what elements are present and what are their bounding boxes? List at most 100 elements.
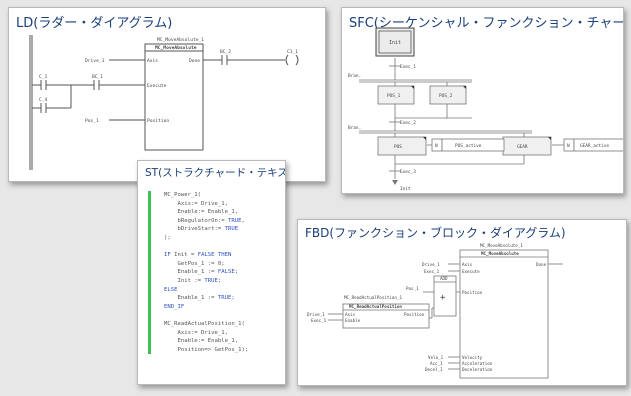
fbd-pin-decel: Deceleration [462, 367, 493, 372]
st-code-text: ; [234, 269, 239, 276]
st-code-text: GetPos_1 := 0; [164, 260, 225, 267]
ld-coil-c11: C1_1 [287, 49, 298, 55]
st-code-line: ); [164, 234, 248, 243]
st-code-text: Init := [164, 277, 205, 284]
fbd-block-move-type: MC_MoveAbsolute [481, 251, 519, 256]
st-line-marker [148, 294, 156, 303]
fbd-block-add [433, 275, 457, 317]
sfc-trans-exec2: Exec_2 [400, 120, 416, 126]
st-line-marker [148, 319, 156, 329]
st-code-text: ; [217, 277, 222, 284]
st-panel-title: ST(ストラクチャード・テキスト) [145, 167, 285, 179]
fbd-instance-read: MC_ReadActualPosition_1 [344, 295, 402, 300]
st-code-text: , [241, 217, 245, 224]
st-code-text: bRegulatorOn:= [164, 217, 228, 224]
st-line-marker [148, 225, 156, 234]
st-keyword: TRUE [217, 295, 232, 302]
fbd-block-add-type: ADD [440, 276, 448, 281]
st-line-marker [148, 337, 156, 346]
ld-pin-execute: Execute [147, 83, 167, 89]
ld-panel-title: LD(ラダー・ダイアグラム) [16, 16, 173, 31]
st-line-marker [148, 242, 156, 252]
st-code-line: IF Init = FALSE THEN [164, 251, 248, 260]
st-code-text: Enable_1 := [164, 295, 218, 302]
st-line-marker [148, 216, 156, 226]
st-code-text: Init = [170, 252, 198, 259]
st-line-marker [148, 199, 156, 209]
st-panel: ST(ストラクチャード・テキスト) MC_Power_1( Axis:= Dri… [137, 160, 286, 385]
st-keyword: END_IF [164, 303, 185, 310]
sfc-trans-exec1: Exec_1 [400, 64, 416, 70]
sfc-jump-arrow-icon [392, 180, 398, 185]
st-line-marker [148, 285, 156, 295]
sfc-step-pos2 [429, 85, 467, 105]
sfc-action-flag-gear: N [567, 143, 570, 149]
st-code-text: MC_Power_1( [164, 192, 202, 198]
st-code-line: Axis:= Drive_1, [164, 200, 248, 209]
sfc-panel-title: SFC(シーケンシャル・ファンクション・チャート) [349, 16, 624, 31]
sfc-initial-step [375, 27, 415, 57]
st-code-editor: MC_Power_1( Axis:= Drive_1, Enable:= Ena… [164, 191, 248, 354]
st-code-line: ELSE [164, 286, 248, 295]
st-code-line: Enable:= Enable_1, [164, 208, 248, 217]
fbd-instance-move: MC_MoveAbsolute_1 [480, 243, 523, 248]
ld-pin-axis: Axis [147, 58, 158, 64]
st-line-marker [148, 268, 156, 277]
sfc-step-pos-label: POS [394, 144, 402, 150]
st-code-text: MC_ReadActualPosition_1( [164, 320, 245, 327]
ld-pin-done: Done [189, 58, 200, 64]
st-line-marker [148, 233, 156, 243]
sfc-step-pos1 [377, 85, 415, 105]
st-code-line: Enable_1 := TRUE; [164, 294, 248, 303]
ld-contact-c1: C_1 [39, 74, 48, 80]
st-code-line [164, 311, 248, 320]
sfc-trans-exec3: Exec_3 [400, 169, 416, 175]
ld-function-block [144, 43, 204, 151]
st-code-text: Position=> GetPos_1); [164, 346, 249, 353]
ld-contact-bc1: BC_1 [92, 74, 103, 80]
st-code-line: bDriveStart:= TRUE [164, 225, 248, 234]
st-code-line: bRegulatorOn:= TRUE, [164, 217, 248, 226]
fbd-pin-r-enable: Enable [345, 318, 361, 323]
ld-instance-name: MC_MoveAbsolute_1 [157, 37, 204, 43]
ld-panel: LD(ラダー・ダイアグラム) MC_MoveAbsolute_1 MC_M [8, 7, 326, 182]
st-code-line: MC_Power_1( [164, 191, 248, 200]
fbd-diagram: MC_MoveAbsolute_1 MC_MoveAbsolute Axis E… [307, 243, 563, 379]
st-code-line: Enable_1 := FALSE; [164, 268, 248, 277]
sfc-panel: SFC(シーケンシャル・ファンクション・チャート) [341, 7, 624, 194]
fbd-var-dec: Decel_1 [425, 367, 443, 372]
sfc-action-flag-pos: N [435, 143, 438, 149]
fbd-var-drive: Drive_1 [422, 262, 440, 267]
st-keyword: TRUE [224, 226, 239, 233]
fbd-pin-execute: Execute [462, 269, 480, 274]
ld-contact-c4: C_4 [39, 97, 48, 103]
sfc-diagram: Init Exec_1 Bran. POS_1 POS_2 Exec_2 Bra… [348, 27, 623, 192]
st-code-text: Axis:= Drive_1, [164, 329, 228, 336]
sfc-jump-init: Init [400, 186, 411, 192]
sfc-step-pos1-label: POS_1 [387, 93, 401, 99]
st-line-marker [148, 251, 156, 260]
sfc-step-pos2-label: POS_2 [439, 93, 453, 99]
st-code-text: ); [164, 234, 171, 241]
st-line-gutter [148, 191, 156, 384]
st-line-marker [148, 191, 156, 200]
st-code-text: Enable:= Enable_1, [164, 209, 239, 216]
fbd-pin-accel: Acceleration [462, 361, 493, 366]
sfc-step-init-label: Init [389, 40, 401, 46]
st-code-line: Position=> GetPos_1); [164, 346, 248, 355]
ld-var-axis: Drive_1 [85, 58, 105, 64]
st-line-marker [148, 259, 156, 269]
fbd-pin-position: Position [462, 290, 483, 295]
st-code-line: Axis:= Drive_1, [164, 329, 248, 338]
ld-diagram: MC_MoveAbsolute_1 MC_MoveAbsolute Axis E… [29, 35, 299, 170]
fbd-var-exec2: Exec_1 [311, 318, 327, 323]
fbd-var-drive2: Drive_1 [307, 312, 325, 317]
st-code-text: Enable:= Enable_1, [164, 338, 239, 345]
st-keyword: ELSE [164, 286, 178, 293]
ld-contact-bc2: BC_2 [220, 49, 231, 55]
fbd-var-acc: Acc_1 [430, 361, 443, 366]
ld-block-type: MC_MoveAbsolute [155, 45, 197, 51]
st-keyword: IF [164, 252, 171, 259]
sfc-action-gear [573, 138, 623, 152]
fbd-panel-title: FBD(ファンクション・ブロック・ダイアグラム) [305, 226, 566, 240]
